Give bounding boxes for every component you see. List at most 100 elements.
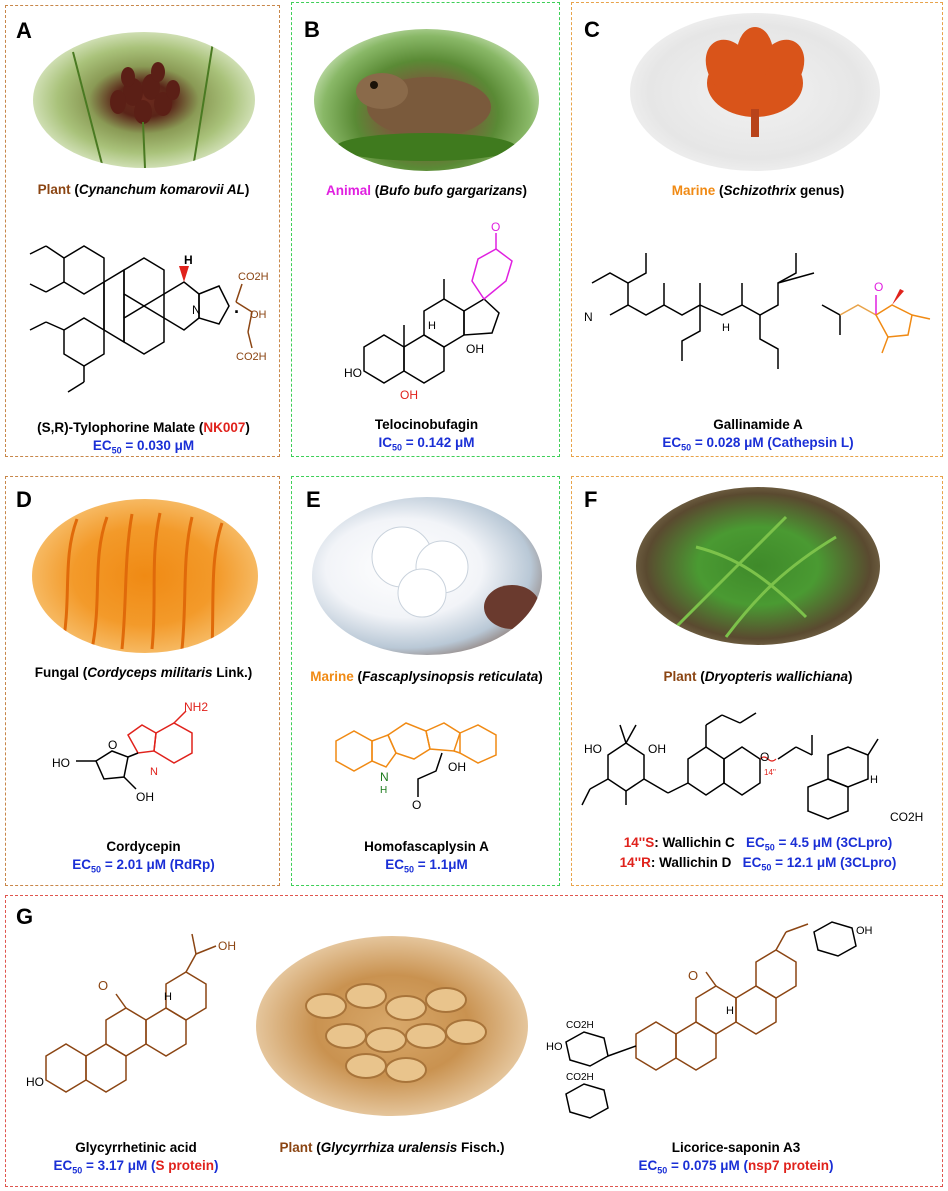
hydroxyl-5prime: HO <box>52 756 70 770</box>
activity-value-glycyrrhetinic: EC50 = 3.17 μM (S protein) <box>53 1158 219 1176</box>
panel-g: G O OH HO H Glycyrrhetinic acid EC50 = 3… <box>5 895 943 1187</box>
target-protein: nsp7 protein <box>747 1158 829 1173</box>
activity-value: EC50 = 12.1 μM (3CLpro) <box>742 855 897 873</box>
activity-value: EC50 = 1.1μM <box>385 857 468 875</box>
compound-name: Wallichin C <box>662 835 735 850</box>
licorice-slices-illustration <box>305 983 487 1083</box>
carboxyl-group: CO2H <box>890 810 923 824</box>
source-caption: Marine (Fascaplysinopsis reticulata) <box>310 669 543 684</box>
source-type: Plant <box>663 669 697 684</box>
wallichin-structure: HO OH O CO2H H 14'' <box>581 712 923 824</box>
hydroxyl-label: OH <box>448 760 466 774</box>
compound-name: Telocinobufagin <box>374 417 479 432</box>
hydroxyl-2prime: OH <box>136 790 154 804</box>
source-caption: Plant (Dryopteris wallichiana) <box>663 669 853 684</box>
source-type: Marine <box>310 669 354 684</box>
hydroxyl-5: OH <box>400 388 418 402</box>
hydroxyl-3: HO <box>344 366 362 380</box>
panel-d: D Fungal (Cordyceps militaris Link.) NH2… <box>5 476 280 886</box>
pyran-oxygen: O <box>760 750 769 764</box>
activity-value: EC50 = 0.030 μM <box>92 438 195 456</box>
marine-photo-schizothrix <box>630 13 880 171</box>
panel-f: F Plant (Dryopteris wallichiana) <box>571 476 943 886</box>
plant-photo-cynanchum <box>33 32 255 168</box>
config-label: 14''R <box>619 855 651 870</box>
hydrogen-label: H <box>164 991 172 1003</box>
licorice-root-photo <box>256 936 528 1116</box>
indole-nitrogen: N <box>380 770 389 784</box>
activity-value: EC50 = 4.5 μM (3CLpro) <box>746 835 893 853</box>
compound-name: Homofascaplysin A <box>364 839 489 854</box>
hydrogen-label: H <box>428 320 436 332</box>
compound-code: NK007 <box>203 420 246 435</box>
source-caption: Animal (Bufo bufo gargarizans) <box>325 183 528 198</box>
source-species: Fascaplysinopsis reticulata <box>361 669 539 684</box>
source-type: Marine <box>671 183 716 198</box>
source-species: Cordyceps militaris <box>87 665 213 680</box>
panel-letter: G <box>16 904 34 929</box>
source-caption: Plant (Glycyrrhiza uralensis Fisch.) <box>279 1140 505 1155</box>
source-species: Bufo bufo gargarizans <box>379 183 523 198</box>
purine-nitrogen: N <box>150 766 158 778</box>
activity-value: IC50 = 0.142 μM <box>378 435 475 453</box>
glycyrrhetinic-acid-structure: O OH HO H <box>26 933 236 1093</box>
source-type: Plant <box>37 182 71 197</box>
oxygen-label: O <box>874 280 883 294</box>
config-label: 14''S <box>623 835 655 850</box>
compound-name: Wallichin D <box>659 855 732 870</box>
panel-e: E Marine (Fascaplysinopsis reticulata) N… <box>291 476 560 886</box>
malate-carboxyl-2: CO2H <box>236 351 267 363</box>
sugar-hydroxyl-1: OH <box>856 925 873 937</box>
toad-photo <box>314 29 539 171</box>
carboxyl-hydroxyl: OH <box>218 939 236 953</box>
lactone-oxygen: O <box>491 220 500 234</box>
hydrogen-label: H <box>722 322 730 334</box>
source-caption: Fungal (Cordyceps militaris Link.) <box>34 665 253 680</box>
cordycepin-structure: NH2 HO OH O N <box>52 700 208 804</box>
source-species: Dryopteris wallichiana <box>704 669 849 684</box>
toad-illustration <box>336 73 516 161</box>
ketone-oxygen: O <box>98 978 108 993</box>
source-species: Glycyrrhiza uralensis <box>320 1140 458 1155</box>
nitrogen-label: N <box>192 303 201 317</box>
source-caption: Marine (Schizothrix genus) <box>671 183 845 198</box>
plant-flower-illustration <box>72 41 214 168</box>
panel-letter: A <box>16 18 32 43</box>
cyanobacteria-illustration <box>705 27 805 137</box>
tylophorine-structure: N H · CO2H OH CO2H <box>29 245 269 393</box>
compound-row-d: 14''R: Wallichin D EC50 = 12.1 μM (3CLpr… <box>619 855 897 873</box>
sugar-carboxyl-2: CO2H <box>566 1072 594 1083</box>
panel-letter: B <box>304 17 320 42</box>
cordyceps-illustration <box>60 512 224 650</box>
panel-b: B Animal (Bufo bufo gargarizans) O HO OH… <box>291 2 560 457</box>
telocinobufagin-structure: O HO OH OH H <box>344 220 513 402</box>
panel-letter: F <box>584 487 598 512</box>
nitrogen-label: N <box>584 310 593 324</box>
ring-oxygen: O <box>108 738 117 752</box>
fern-illustration <box>674 515 837 638</box>
marine-photo-fascaplysinopsis <box>312 497 542 655</box>
sugar-carboxyl-1: CO2H <box>566 1020 594 1031</box>
hydrogen-label: H <box>726 1005 734 1017</box>
hydroxyl-label-1: HO <box>584 742 602 756</box>
panel-c: C Marine (Schizothrix genus) <box>571 2 943 457</box>
activity-value: EC50 = 0.028 μM (Cathepsin L) <box>662 435 854 453</box>
hydrogen-label: H <box>870 774 878 786</box>
amino-group: NH2 <box>184 700 208 714</box>
ketone-oxygen: O <box>688 968 698 983</box>
gallinamide-structure: N O H <box>584 253 931 369</box>
source-type: Animal <box>325 183 371 198</box>
compound-name-glycyrrhetinic: Glycyrrhetinic acid <box>75 1140 197 1155</box>
panel-letter: C <box>584 17 600 42</box>
homofascaplysin-structure: N H OH O <box>335 722 497 812</box>
compound-name: Gallinamide A <box>713 417 803 432</box>
source-type: Fungal <box>34 665 79 680</box>
sugar-hydroxyl-2: HO <box>546 1041 563 1053</box>
panel-letter: E <box>306 487 321 512</box>
indole-hydrogen: H <box>380 785 387 796</box>
hydroxyl-3: HO <box>26 1075 44 1089</box>
panel-a: A Plant (Cynanchum komarovii AL) <box>5 5 280 457</box>
hydroxyl-label-2: OH <box>648 742 666 756</box>
stereocenter-label: 14'' <box>764 768 776 777</box>
hydrogen-label: H <box>184 253 193 267</box>
